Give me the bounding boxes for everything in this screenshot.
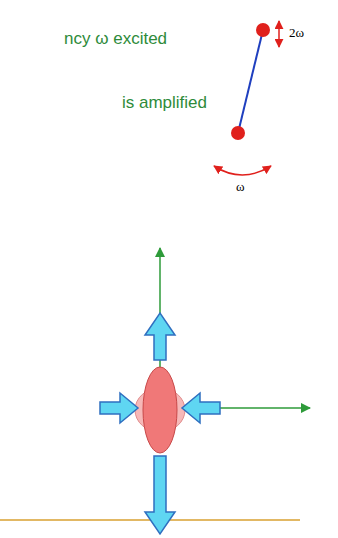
note-text: is amplified: [122, 94, 207, 113]
bob-mass: [231, 126, 245, 140]
pivot-mass: [256, 23, 270, 37]
block-arrow-up: [145, 313, 175, 360]
block-arrow-left: [182, 393, 220, 423]
frequency-label: ω: [236, 180, 245, 194]
pendulum-rod: [238, 30, 263, 133]
vertical-oscillation-arrow: [278, 21, 280, 47]
elongated-shape: [143, 367, 177, 453]
block-arrow-down: [145, 456, 175, 534]
frequency-label: 2ω: [289, 26, 304, 40]
note-text: ncy ω excited: [64, 30, 167, 49]
block-arrow-right: [100, 393, 138, 423]
swing-arrow: [214, 166, 271, 175]
